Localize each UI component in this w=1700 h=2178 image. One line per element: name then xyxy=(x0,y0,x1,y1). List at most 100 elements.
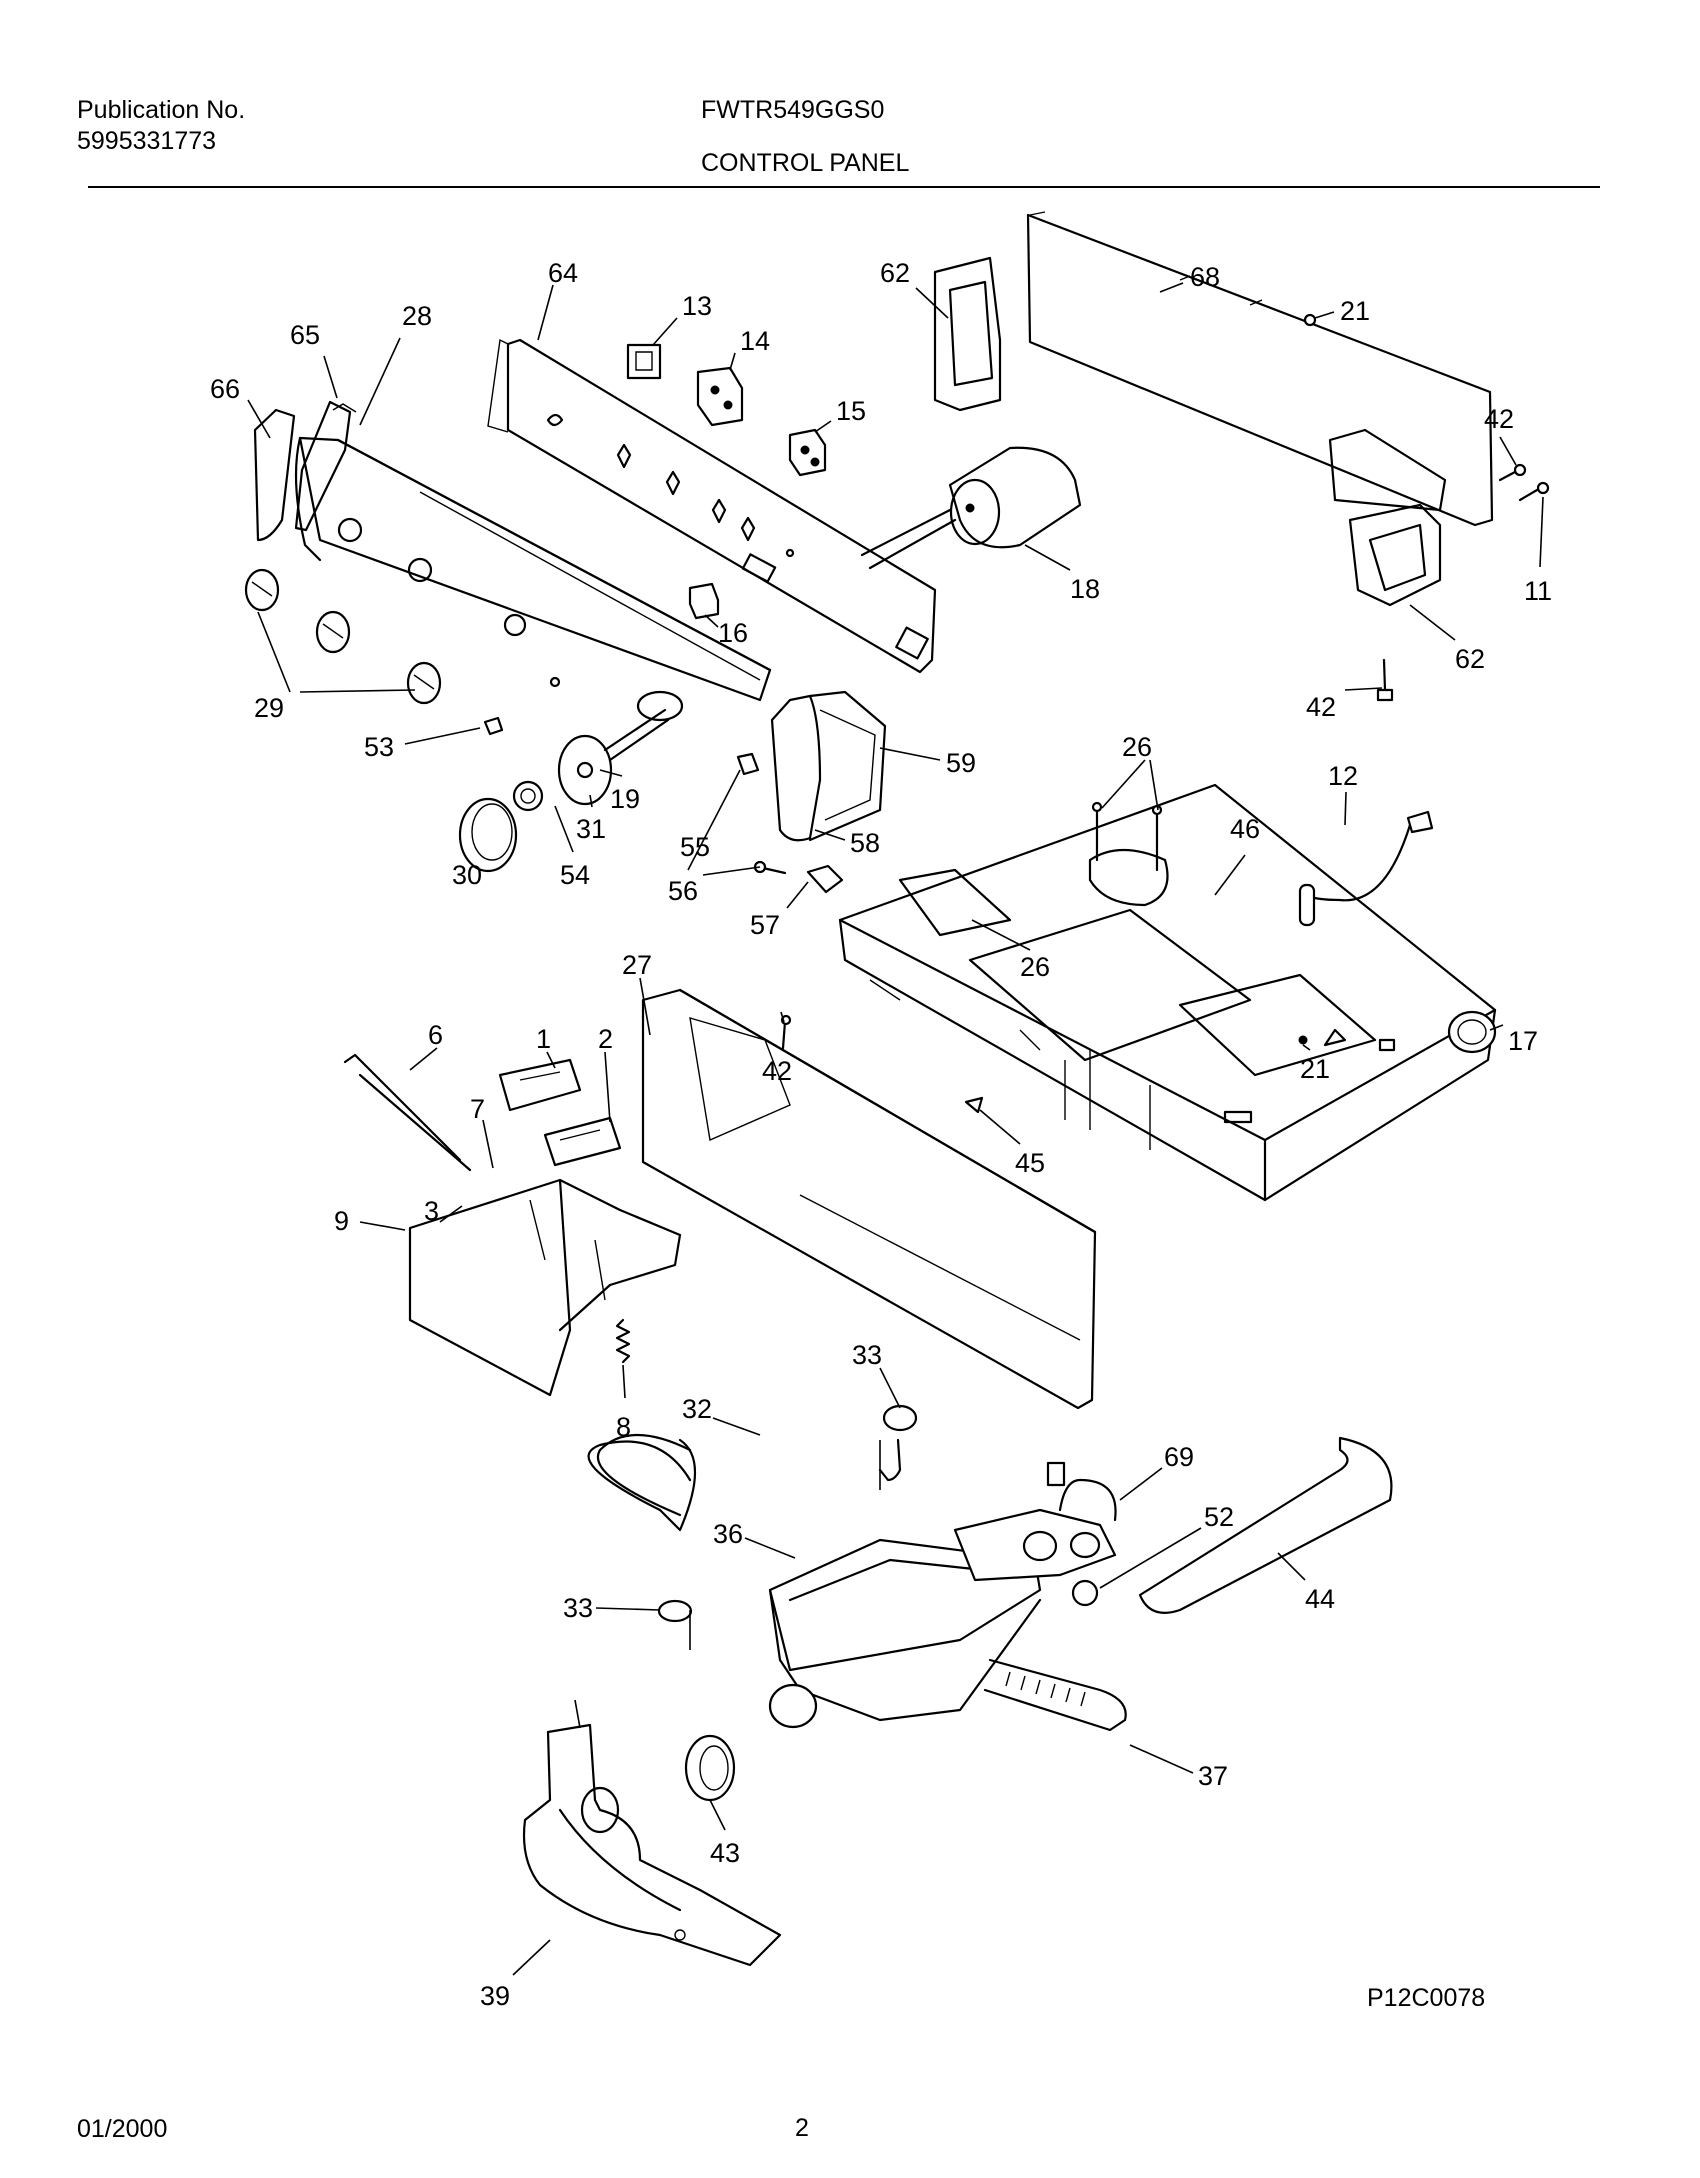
screw-26-b xyxy=(1151,804,1163,872)
section-title: CONTROL PANEL xyxy=(701,149,910,177)
callout: 11 xyxy=(1524,576,1552,606)
callout: 42 xyxy=(762,1056,792,1086)
left-end-cap xyxy=(253,400,357,542)
callout: 52 xyxy=(1204,1502,1234,1532)
front-panel-27 xyxy=(641,988,1097,1410)
callout: 57 xyxy=(750,910,780,940)
callout: 42 xyxy=(1484,404,1514,434)
callout: 65 xyxy=(290,320,320,350)
model-number: FWTR549GGS0 xyxy=(701,96,885,124)
bumper-45 xyxy=(964,1096,984,1114)
bulb-53 xyxy=(483,716,504,736)
callout: 64 xyxy=(548,258,578,288)
callout: 7 xyxy=(470,1094,485,1124)
callout: 62 xyxy=(880,258,910,288)
callout: 27 xyxy=(622,950,652,980)
screw-26-a xyxy=(1091,801,1103,862)
hose-37 xyxy=(983,1658,1127,1732)
clip-54 xyxy=(512,780,544,812)
callout: 58 xyxy=(850,828,880,858)
seal-43 xyxy=(684,1734,736,1802)
arm-6 xyxy=(343,1053,472,1172)
hose-44 xyxy=(1138,1436,1393,1614)
leader-lines xyxy=(247,282,1544,1976)
callout: 36 xyxy=(713,1519,743,1549)
pressure-switch-17 xyxy=(1447,1010,1497,1054)
callout: 29 xyxy=(254,693,284,723)
callout: 16 xyxy=(718,618,748,648)
footer-date: 01/2000 xyxy=(77,2115,168,2143)
callout: 33 xyxy=(852,1340,882,1370)
clamp-52 xyxy=(1071,1579,1099,1607)
callout: 14 xyxy=(740,326,770,356)
callout: 55 xyxy=(680,832,710,862)
callout: 1 xyxy=(536,1024,551,1054)
hose-32 xyxy=(587,1434,696,1532)
callout: 9 xyxy=(334,1206,349,1236)
callout: 2 xyxy=(598,1024,613,1054)
publication-label: Publication No. xyxy=(77,96,246,124)
screw-11 xyxy=(1518,481,1550,502)
callout: 21 xyxy=(1340,296,1370,326)
callout: 21 xyxy=(1300,1054,1330,1084)
callout: 8 xyxy=(616,1412,631,1442)
header-rule xyxy=(88,186,1600,188)
callout: 26 xyxy=(1122,732,1152,762)
drain-hose-39 xyxy=(522,1723,782,1967)
callout: 39 xyxy=(480,1981,510,2011)
switch-14 xyxy=(696,366,744,427)
bracket-62-top xyxy=(933,256,1002,412)
knob-29-b xyxy=(315,610,351,654)
dispenser-cover-2 xyxy=(543,1116,622,1167)
inlet-tube xyxy=(878,1438,902,1482)
bumper-55 xyxy=(736,752,760,776)
shaft-19 xyxy=(603,708,670,762)
timer-knob-30 xyxy=(458,797,518,873)
callout: 66 xyxy=(210,374,240,404)
wire-harness-69 xyxy=(1046,1461,1117,1522)
timer-hole xyxy=(636,690,684,722)
screw-42-bottom xyxy=(1376,658,1394,702)
callout: 32 xyxy=(682,1394,712,1424)
callout: 33 xyxy=(563,1593,593,1623)
screw-42-mid xyxy=(780,1014,792,1050)
callout: 28 xyxy=(402,301,432,331)
console-frame-46 xyxy=(838,783,1497,1202)
callout: 19 xyxy=(610,784,640,814)
callout-labels: 64 13 14 15 62 68 21 65 28 66 42 11 18 1… xyxy=(210,258,1552,2011)
callout: 13 xyxy=(682,291,712,321)
knob-hole xyxy=(337,517,363,543)
mounting-panel xyxy=(487,338,937,674)
dispenser-housing-9 xyxy=(408,1178,682,1397)
callout: 45 xyxy=(1015,1148,1045,1178)
callout: 53 xyxy=(364,732,394,762)
switch-15 xyxy=(788,428,827,477)
callout: 30 xyxy=(452,860,482,890)
callout: 54 xyxy=(560,860,590,890)
callout: 12 xyxy=(1328,761,1358,791)
screw-42-top xyxy=(1498,463,1527,482)
rear-panel-68 xyxy=(1026,211,1494,527)
callout: 56 xyxy=(668,876,698,906)
clamp-33-top xyxy=(882,1404,918,1432)
callout: 43 xyxy=(710,1838,740,1868)
callout: 6 xyxy=(428,1020,443,1050)
callout: 3 xyxy=(424,1196,439,1226)
knob-29-c xyxy=(406,661,442,705)
control-panel-console xyxy=(294,436,772,722)
clamp-33-bottom xyxy=(657,1599,693,1623)
callout: 59 xyxy=(946,748,976,778)
callout: 17 xyxy=(1508,1026,1538,1056)
publication-number: 5995331773 xyxy=(77,127,217,155)
switch-13 xyxy=(626,343,662,380)
knob-29-a xyxy=(244,568,280,612)
indicator-hole xyxy=(549,676,561,688)
right-end-cap xyxy=(770,690,887,842)
callout: 68 xyxy=(1190,262,1220,292)
callout: 62 xyxy=(1455,644,1485,674)
screw-21-mid xyxy=(1298,1035,1308,1045)
harness-12 xyxy=(1298,810,1434,927)
callout: 37 xyxy=(1198,1761,1228,1791)
callout: 18 xyxy=(1070,574,1100,604)
